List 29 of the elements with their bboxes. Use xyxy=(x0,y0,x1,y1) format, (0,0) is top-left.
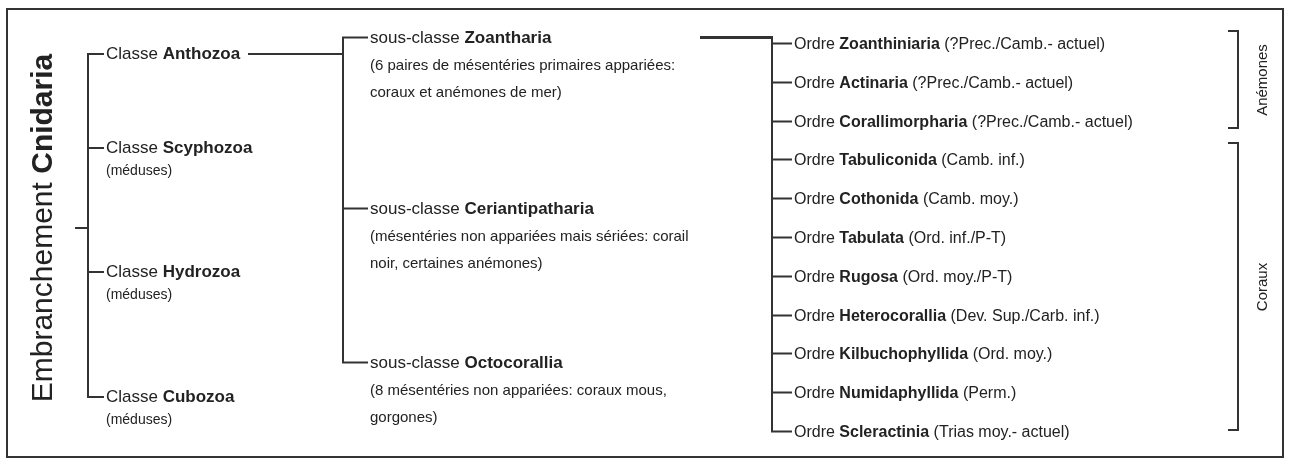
class-label: Classe Anthozoa xyxy=(106,43,241,65)
order-label: Ordre Scleractinia (Trias moy.- actuel) xyxy=(794,423,1070,440)
bracket-connector xyxy=(247,53,369,364)
phylum-label: Embranchement Cnidaria xyxy=(25,53,58,403)
order-label: Ordre Tabuliconida (Camb. inf.) xyxy=(794,151,1025,168)
subclass-description: (8 mésentéries non appariées: coraux mous, gorgones) xyxy=(370,380,668,427)
group-label: Anémones xyxy=(1253,43,1271,116)
subclass-description: (mésentéries non appariées mais sériées: corail noir, certaines anémones) xyxy=(370,226,690,273)
order-label: Ordre Numidaphyllida (Perm.) xyxy=(794,384,1017,401)
class-note: (méduses) xyxy=(106,161,174,180)
order-label: Ordre Corallimorpharia (?Prec./Camb.- actuel) xyxy=(794,113,1133,130)
order-label: Ordre Kilbuchophyllida (Ord. moy.) xyxy=(794,345,1053,362)
class-label: Classe Cubozoa xyxy=(106,386,235,408)
class-note: (méduses) xyxy=(106,410,174,429)
subclass-label: sous-classe Octocorallia xyxy=(370,352,564,374)
group-label: Coraux xyxy=(1253,262,1271,311)
order-label: Ordre Tabulata (Ord. inf./P-T) xyxy=(794,229,1007,246)
order-label: Ordre Actinaria (?Prec./Camb.- actuel) xyxy=(794,74,1074,91)
subclass-label: sous-classe Ceriantipatharia xyxy=(370,198,595,220)
order-label: Ordre Zoanthiniaria (?Prec./Camb.- actuel) xyxy=(794,35,1106,52)
order-label: Ordre Rugosa (Ord. moy./P-T) xyxy=(794,268,1013,285)
class-note: (méduses) xyxy=(106,285,174,304)
class-label: Classe Scyphozoa xyxy=(106,137,253,159)
subclass-description: (6 paires de mésentéries primaires appariées: coraux et anémones de mer) xyxy=(370,55,677,102)
class-label: Classe Hydrozoa xyxy=(106,261,241,283)
order-label: Ordre Heterocorallia (Dev. Sup./Carb. inf.) xyxy=(794,307,1100,324)
bracket-connector xyxy=(74,227,105,398)
order-label: Ordre Cothonida (Camb. moy.) xyxy=(794,190,1019,207)
subclass-label: sous-classe Zoantharia xyxy=(370,27,553,49)
